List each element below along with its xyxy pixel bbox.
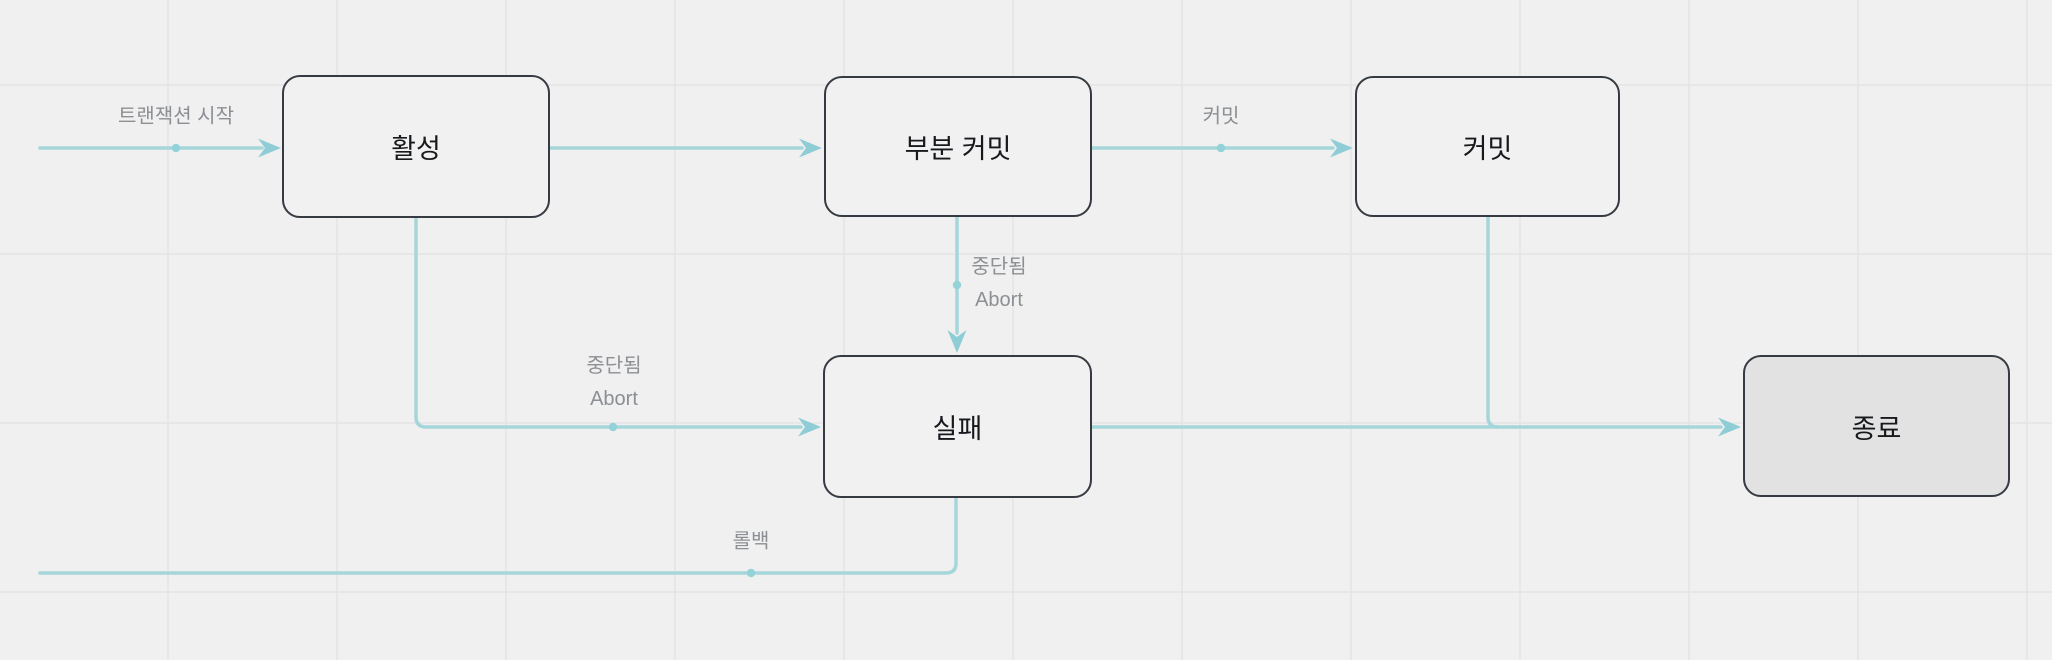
node-partial-commit[interactable]: 부분 커밋 [824,76,1092,217]
edge-start-to-active-midpoint-dot[interactable] [171,143,181,153]
edge-label-active-to-fail-line2: Abort [590,388,638,410]
edge-label-start-to-active[interactable]: 트랜잭션 시작 [118,105,234,128]
edge-label-partial-to-fail[interactable]: 중단됨 Abort [971,251,1026,317]
edge-partial-to-fail-arrowhead [947,330,967,353]
edge-partial-to-fail-midpoint-dot[interactable] [952,280,962,290]
edge-partial-to-commit-midpoint-dot[interactable] [1216,143,1226,153]
edge-start-to-active-arrowhead [258,138,281,158]
node-active-label: 활성 [391,134,441,164]
edge-active-to-fail-arrowhead [798,417,821,437]
node-fail[interactable]: 실패 [823,355,1092,498]
node-partial-commit-label: 부분 커밋 [904,134,1012,164]
edge-fail-rollback[interactable] [38,496,958,575]
edge-fail-to-end-arrowhead [1718,417,1741,437]
edge-label-active-to-fail[interactable]: 중단됨 Abort [586,350,641,416]
node-end-label: 종료 [1851,413,1902,444]
edge-active-to-fail-midpoint-dot[interactable] [608,422,618,432]
edge-fail-rollback-midpoint-dot[interactable] [746,568,756,578]
node-active[interactable]: 활성 [282,75,550,218]
node-end[interactable]: 종료 [1743,355,2010,497]
edge-commit-to-end[interactable] [1486,215,1500,429]
node-commit-label: 커밋 [1462,134,1513,164]
edge-label-partial-to-fail-line1: 중단됨 [971,256,1027,278]
node-commit[interactable]: 커밋 [1355,76,1620,217]
node-fail-label: 실패 [932,414,983,444]
edge-active-to-fail[interactable] [414,216,803,429]
edge-label-active-to-fail-line1: 중단됨 [586,355,642,377]
edge-label-fail-rollback[interactable]: 롤백 [732,530,770,553]
edge-partial-to-commit-arrowhead [1330,138,1353,158]
edges [38,138,1741,578]
edge-active-to-partial-arrowhead [799,138,822,158]
edge-label-partial-to-fail-line2: Abort [975,289,1023,311]
edge-label-partial-to-commit[interactable]: 커밋 [1202,105,1240,128]
